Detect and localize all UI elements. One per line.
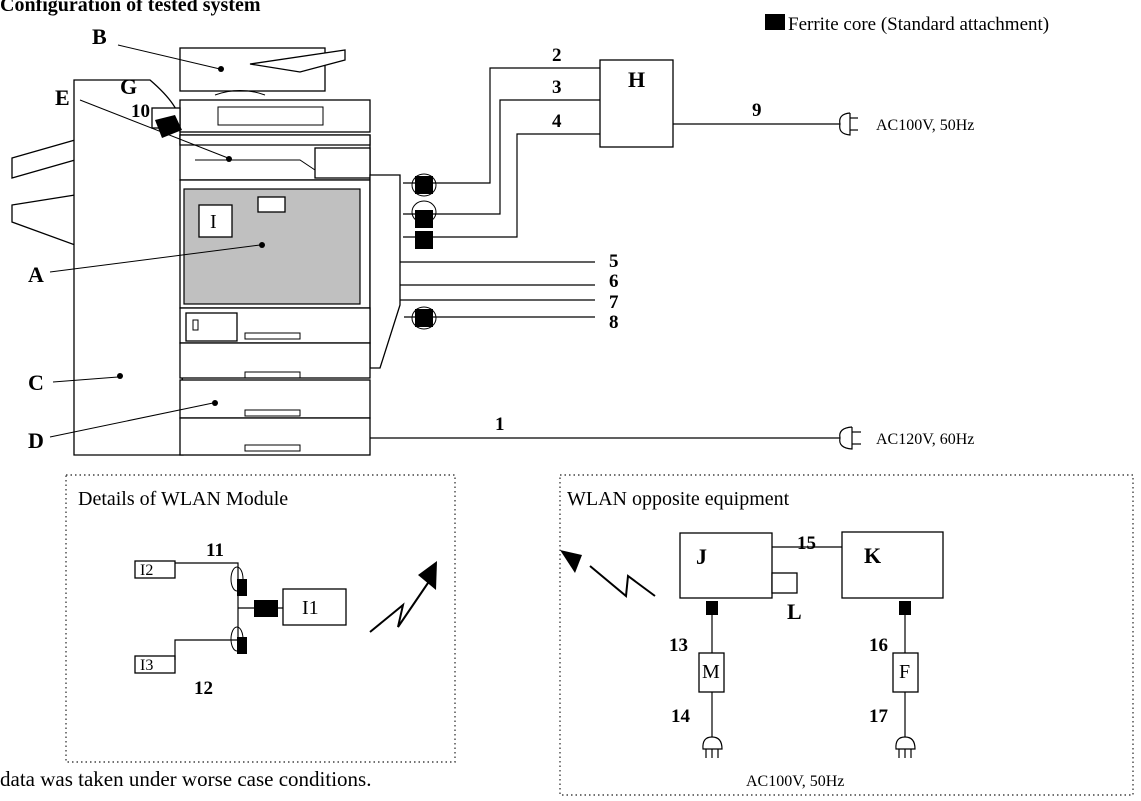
wlan-module-title: Details of WLAN Module	[78, 488, 288, 510]
cable-label-8: 8	[609, 312, 619, 333]
ferrite-cores-main	[411, 173, 437, 330]
label-C: C	[28, 370, 44, 395]
label-H: H	[628, 67, 645, 92]
label-I1: I1	[302, 597, 319, 619]
label-E: E	[55, 85, 70, 110]
label-A: A	[28, 262, 44, 287]
finisher-unit	[11, 79, 184, 456]
wlan-opposite-panel	[559, 474, 1134, 796]
leader-lines	[49, 44, 265, 438]
wlan-module-diagram	[134, 560, 437, 674]
wlan-opposite-title: WLAN opposite equipment	[567, 488, 790, 510]
ferrite-legend-icon	[765, 14, 785, 30]
wlan-module-panel	[65, 474, 456, 763]
cable-label-14: 14	[671, 706, 691, 727]
cable-label-4: 4	[552, 111, 562, 132]
cable-label-6: 6	[609, 271, 619, 292]
power-label-opposite: AC100V, 50Hz	[746, 773, 844, 790]
label-I: I	[210, 211, 217, 233]
label-F: F	[899, 661, 910, 683]
label-B: B	[92, 24, 107, 49]
cable-label-16: 16	[869, 635, 888, 656]
cable-label-11: 11	[206, 540, 224, 561]
unit-H	[599, 59, 674, 148]
label-I2: I2	[140, 562, 153, 579]
wlan-opposite-diagram	[560, 531, 944, 758]
plug-icon	[839, 112, 858, 136]
label-J: J	[696, 544, 707, 569]
label-K: K	[864, 543, 881, 568]
power-label-h: AC100V, 50Hz	[876, 117, 974, 134]
cable-label-3: 3	[552, 77, 562, 98]
cable-label-5: 5	[609, 251, 619, 272]
cable-label-9: 9	[752, 100, 762, 121]
cable-label-10: 10	[131, 101, 150, 122]
ferrite-legend-text: Ferrite core (Standard attachment)	[788, 14, 1049, 35]
cable-label-7: 7	[609, 292, 619, 313]
diagram-title: Configuration of tested system	[0, 0, 261, 16]
cable-label-2: 2	[552, 45, 562, 66]
cables-2-3-4	[403, 67, 840, 238]
power-label-main: AC120V, 60Hz	[876, 431, 974, 448]
label-G: G	[120, 74, 137, 99]
cable-label-15: 15	[797, 533, 816, 554]
cables-5-8	[400, 261, 595, 318]
copier-body	[151, 47, 401, 456]
cable-label-12: 12	[194, 678, 213, 699]
footnote: data was taken under worse case conditio…	[0, 767, 371, 791]
label-D: D	[28, 428, 44, 453]
cable-label-17: 17	[869, 706, 889, 727]
cable-label-13: 13	[669, 635, 688, 656]
cable-label-1: 1	[495, 414, 505, 435]
label-I3: I3	[140, 657, 153, 674]
label-L: L	[787, 599, 802, 624]
plug-icon	[839, 426, 861, 450]
label-M: M	[702, 661, 720, 683]
